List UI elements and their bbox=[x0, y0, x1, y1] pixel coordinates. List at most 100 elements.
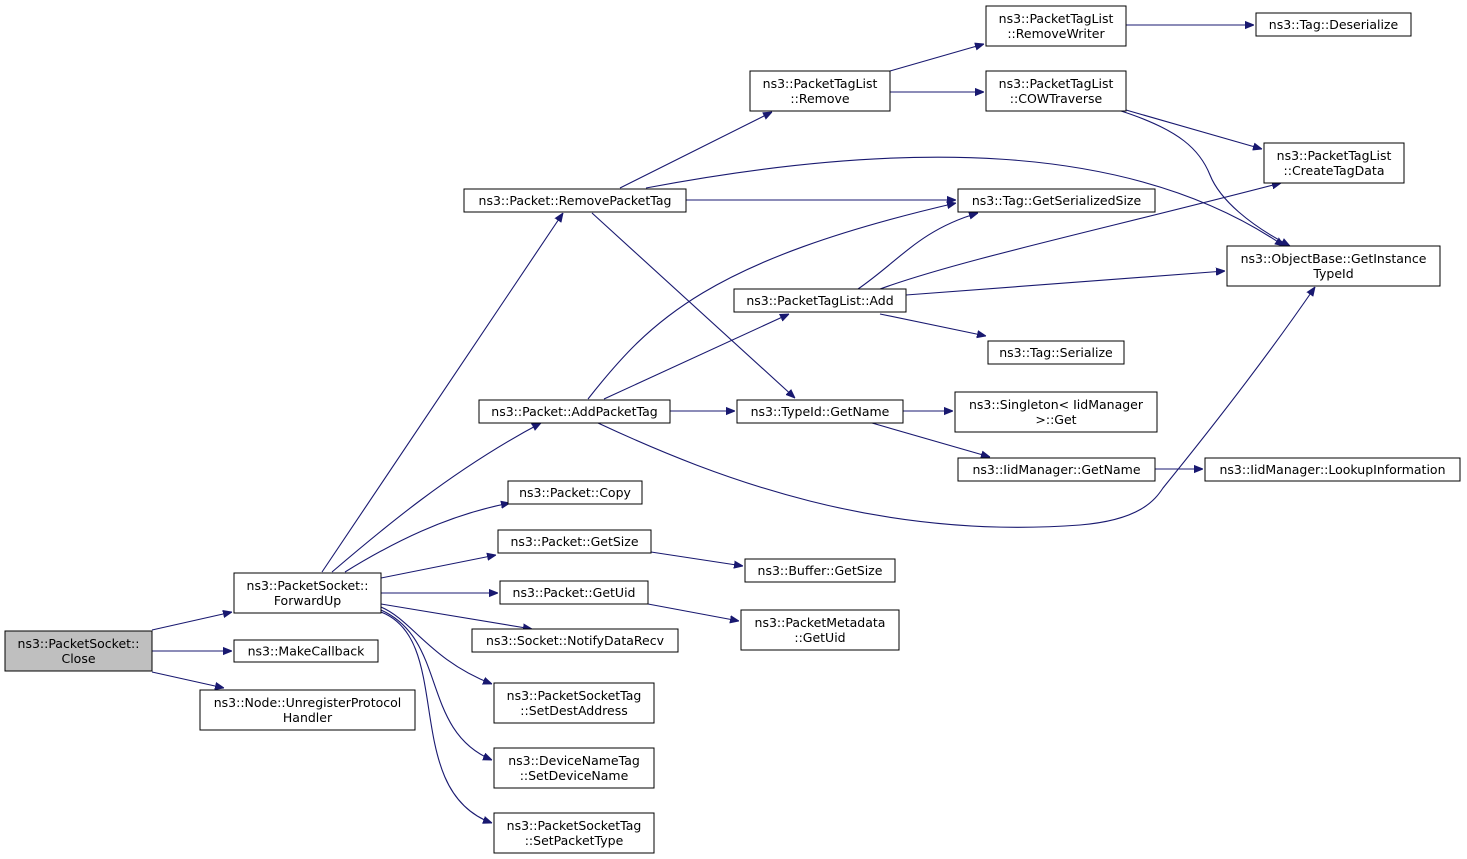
node-box bbox=[985, 70, 1127, 112]
node-label-line: ns3::PacketTagList bbox=[763, 76, 878, 91]
node-close[interactable]: ns3::PacketSocket::Close bbox=[4, 630, 153, 672]
node-cowtraverse[interactable]: ns3::PacketTagList::COWTraverse bbox=[985, 70, 1127, 112]
node-box bbox=[1263, 142, 1405, 184]
edge-typeidgetname-to-iidgetname bbox=[871, 422, 990, 457]
node-removewriter[interactable]: ns3::PacketTagList::RemoveWriter bbox=[985, 5, 1127, 47]
node-label-line: ns3::DeviceNameTag bbox=[508, 753, 640, 768]
node-label-line: ::CreateTagData bbox=[1284, 163, 1385, 178]
node-label-line: ns3::PacketSocketTag bbox=[507, 688, 642, 703]
edge-ptladd-to-tagserialize bbox=[879, 313, 986, 336]
node-label-line: Close bbox=[61, 651, 95, 666]
node-metadatagetuid[interactable]: ns3::PacketMetadata::GetUid bbox=[740, 609, 900, 651]
node-box bbox=[4, 630, 153, 672]
edge-addpackettag-to-getinstancetypeid bbox=[597, 287, 1315, 528]
node-box bbox=[463, 188, 687, 213]
node-setdevicename[interactable]: ns3::DeviceNameTag::SetDeviceName bbox=[493, 747, 655, 789]
node-label-line: ns3::Packet::AddPacketTag bbox=[491, 404, 657, 419]
node-label-line: Handler bbox=[283, 710, 333, 725]
node-box bbox=[957, 457, 1156, 482]
node-box bbox=[497, 529, 652, 554]
edge-close-to-unregister bbox=[151, 671, 224, 688]
node-box bbox=[233, 639, 379, 663]
edge-forwardup-to-notifydatarecv bbox=[380, 603, 532, 629]
node-ptladd[interactable]: ns3::PacketTagList::Add bbox=[733, 288, 907, 313]
node-label-line: ns3::PacketTagList bbox=[1277, 148, 1392, 163]
node-forwardup[interactable]: ns3::PacketSocket::ForwardUp bbox=[233, 572, 382, 614]
node-label-line: ns3::Tag::Deserialize bbox=[1269, 17, 1399, 32]
node-label-line: ns3::Buffer::GetSize bbox=[758, 563, 883, 578]
node-label-line: ns3::PacketTagList bbox=[999, 11, 1114, 26]
node-box bbox=[507, 480, 643, 505]
node-addpackettag[interactable]: ns3::Packet::AddPacketTag bbox=[478, 399, 671, 424]
node-typeidgetname[interactable]: ns3::TypeId::GetName bbox=[736, 399, 904, 424]
node-label-line: ns3::Socket::NotifyDataRecv bbox=[486, 633, 665, 648]
node-box bbox=[233, 572, 382, 614]
edge-forwardup-to-setdevicename bbox=[380, 609, 492, 761]
node-box bbox=[471, 628, 679, 653]
node-label-line: ns3::Packet::Copy bbox=[519, 485, 631, 500]
node-iidgetname[interactable]: ns3::IidManager::GetName bbox=[957, 457, 1156, 482]
node-createtagdata[interactable]: ns3::PacketTagList::CreateTagData bbox=[1263, 142, 1405, 184]
node-removepackettag[interactable]: ns3::Packet::RemovePacketTag bbox=[463, 188, 687, 213]
node-deserialize[interactable]: ns3::Tag::Deserialize bbox=[1255, 12, 1412, 37]
node-label-line: TypeId bbox=[1312, 266, 1353, 281]
node-label-line: >::Get bbox=[1035, 412, 1076, 427]
nodes-layer: ns3::PacketSocket::Closens3::PacketSocke… bbox=[4, 5, 1461, 854]
node-label-line: ns3::Node::UnregisterProtocol bbox=[214, 695, 402, 710]
node-setdestaddress[interactable]: ns3::PacketSocketTag::SetDestAddress bbox=[493, 682, 655, 724]
node-label-line: ns3::Tag::GetSerializedSize bbox=[972, 193, 1142, 208]
node-label-line: ForwardUp bbox=[274, 593, 341, 608]
node-label-line: ns3::TypeId::GetName bbox=[751, 404, 890, 419]
node-box bbox=[749, 70, 891, 112]
node-box bbox=[493, 812, 655, 854]
node-label-line: ::COWTraverse bbox=[1010, 91, 1103, 106]
node-label-line: ns3::Packet::GetSize bbox=[510, 534, 638, 549]
node-tagserialize[interactable]: ns3::Tag::Serialize bbox=[987, 340, 1125, 365]
node-box bbox=[199, 689, 416, 731]
edge-forwardup-to-setpackettype bbox=[380, 611, 492, 823]
node-getserializedsize[interactable]: ns3::Tag::GetSerializedSize bbox=[957, 188, 1156, 213]
node-box bbox=[493, 682, 655, 724]
edge-ptladd-to-getinstancetypeid bbox=[905, 271, 1225, 296]
node-label-line: ns3::IidManager::GetName bbox=[972, 462, 1140, 477]
node-setpackettype[interactable]: ns3::PacketSocketTag::SetPacketType bbox=[493, 812, 655, 854]
node-box bbox=[499, 580, 649, 605]
node-notifydatarecv[interactable]: ns3::Socket::NotifyDataRecv bbox=[471, 628, 679, 653]
edge-addpackettag-to-ptladd bbox=[603, 314, 789, 400]
node-label-line: ::SetPacketType bbox=[525, 833, 624, 848]
node-box bbox=[985, 5, 1127, 47]
edge-ptladd-to-getserializedsize bbox=[857, 213, 978, 290]
node-buffergetsize[interactable]: ns3::Buffer::GetSize bbox=[744, 558, 896, 583]
edge-addpackettag-to-getserializedsize bbox=[587, 203, 956, 400]
node-getuid[interactable]: ns3::Packet::GetUid bbox=[499, 580, 649, 605]
node-box bbox=[1226, 245, 1441, 287]
node-label-line: ns3::PacketMetadata bbox=[755, 615, 886, 630]
edge-removepackettag-to-typeidgetname bbox=[591, 212, 795, 398]
node-copy[interactable]: ns3::Packet::Copy bbox=[507, 480, 643, 505]
node-label-line: ns3::Tag::Serialize bbox=[999, 345, 1113, 360]
edge-cowtraverse-to-createtagdata bbox=[1125, 109, 1262, 149]
node-box bbox=[744, 558, 896, 583]
node-label-line: ns3::PacketSocket:: bbox=[247, 578, 369, 593]
node-box bbox=[733, 288, 907, 313]
node-getsize[interactable]: ns3::Packet::GetSize bbox=[497, 529, 652, 554]
edge-forwardup-to-copy bbox=[344, 503, 510, 573]
edge-removepackettag-to-getinstancetypeid bbox=[645, 156, 1284, 246]
node-box bbox=[1204, 457, 1461, 482]
node-label-line: ::Remove bbox=[790, 91, 849, 106]
node-ptlremove[interactable]: ns3::PacketTagList::Remove bbox=[749, 70, 891, 112]
node-box bbox=[493, 747, 655, 789]
edge-forwardup-to-getsize bbox=[380, 555, 496, 579]
node-box bbox=[478, 399, 671, 424]
node-singletonget[interactable]: ns3::Singleton< IidManager>::Get bbox=[954, 391, 1158, 433]
edge-ptladd-to-createtagdata bbox=[879, 183, 1281, 290]
node-label-line: ns3::PacketTagList::Add bbox=[746, 293, 893, 308]
node-makecallback[interactable]: ns3::MakeCallback bbox=[233, 639, 379, 663]
node-label-line: ns3::MakeCallback bbox=[248, 644, 366, 659]
node-box bbox=[740, 609, 900, 651]
edge-cowtraverse-to-getinstancetypeid bbox=[1120, 110, 1290, 246]
node-lookupinformation[interactable]: ns3::IidManager::LookupInformation bbox=[1204, 457, 1461, 482]
